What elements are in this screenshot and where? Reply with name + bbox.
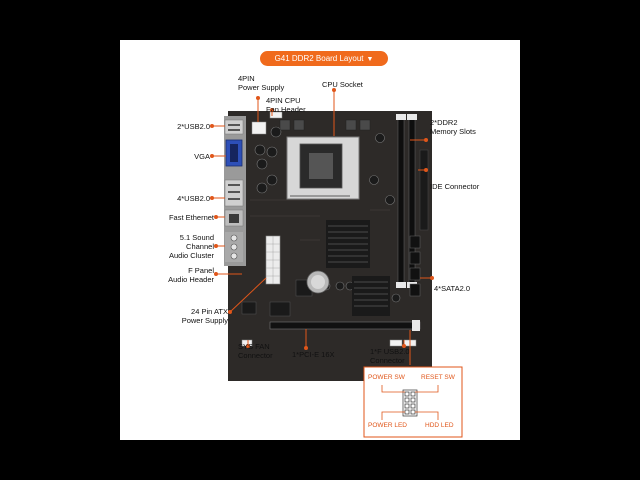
label-usb4: 4*USB2.0 — [177, 194, 210, 203]
label-pcie: 1*PCI-E 16X — [292, 350, 335, 359]
product-image-canvas: G41 DDR2 Board Layout▼ — [120, 40, 520, 440]
front-panel-diagram — [363, 366, 463, 438]
callout-lines — [210, 88, 434, 365]
label-cpu-socket: CPU Socket — [322, 80, 363, 89]
label-sys-fan: SYS FAN Connector — [238, 342, 273, 360]
label-cpu-fan: 4PIN CPU Fan Header — [266, 96, 306, 114]
layout-title: G41 DDR2 Board Layout — [274, 54, 364, 63]
caret-down-icon: ▼ — [366, 56, 374, 63]
label-vga: VGA — [194, 152, 210, 161]
layout-title-badge: G41 DDR2 Board Layout▼ — [260, 51, 388, 66]
label-sata: 4*SATA2.0 — [434, 284, 470, 293]
label-power-led: POWER LED — [368, 422, 408, 429]
label-hdd-led: HDD LED — [425, 422, 454, 429]
cpu-fan-header — [269, 111, 283, 119]
label-ide: IDE Connector — [430, 182, 480, 191]
label-usb2-top: 2*USB2.0 — [177, 122, 210, 131]
label-4pin-power: 4PIN Power Supply — [238, 74, 285, 92]
label-audio-cluster: 5.1 Sound Channel Audio Cluster — [168, 233, 214, 260]
motherboard-illustration — [224, 111, 432, 381]
label-ddr2: 2*DDR2 Memory Slots — [430, 118, 476, 136]
label-atx-24pin: 24 Pin ATX Power Supply — [181, 307, 228, 325]
label-ethernet: Fast Ethernet — [168, 213, 214, 222]
label-front-usb: 1*F USB2.0 Connector — [370, 347, 410, 365]
cpu-power-4pin — [251, 121, 267, 135]
label-reset-sw: RESET SW — [421, 374, 455, 381]
ide-connector — [419, 149, 429, 231]
label-front-panel-audio: F Panel Audio Header — [168, 266, 214, 284]
label-power-sw: POWER SW — [368, 374, 405, 381]
sata-ports — [409, 235, 421, 297]
